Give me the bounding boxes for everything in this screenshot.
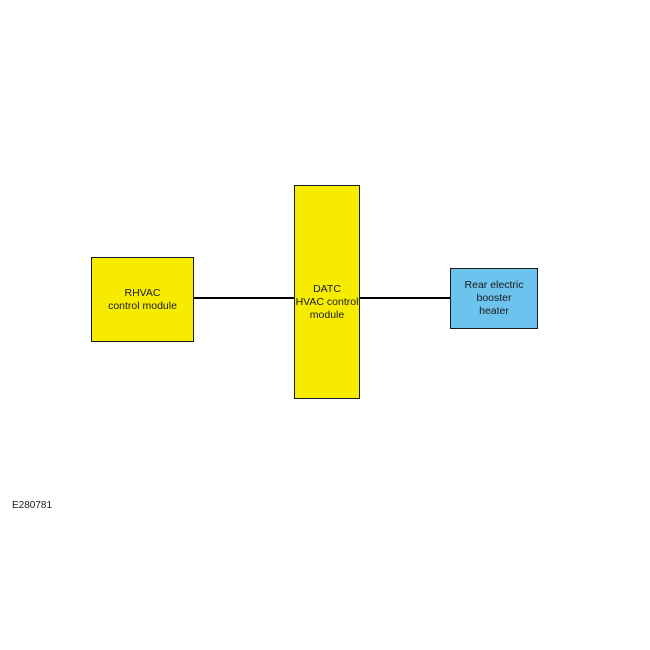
heater-label-line-2: booster (476, 292, 512, 304)
rear-electric-booster-heater-block: Rear electric booster heater (450, 268, 538, 329)
figure-identifier: E280781 (12, 500, 53, 511)
rhvac-control-module-block: RHVAC control module (91, 257, 194, 342)
connection-rhvac-datc (194, 297, 294, 299)
datc-label-line-1: DATC (313, 283, 341, 295)
connection-datc-heater (360, 297, 450, 299)
heater-label-line-3: heater (479, 305, 509, 317)
datc-hvac-control-module-block: DATC HVAC control module (294, 185, 360, 399)
rhvac-label-line-1: RHVAC (124, 286, 161, 299)
datc-label-line-3: module (309, 309, 345, 321)
heater-label-line-1: Rear electric (464, 279, 524, 291)
rhvac-label-line-2: control module (108, 299, 177, 312)
datc-label-line-2: HVAC control (295, 296, 359, 308)
